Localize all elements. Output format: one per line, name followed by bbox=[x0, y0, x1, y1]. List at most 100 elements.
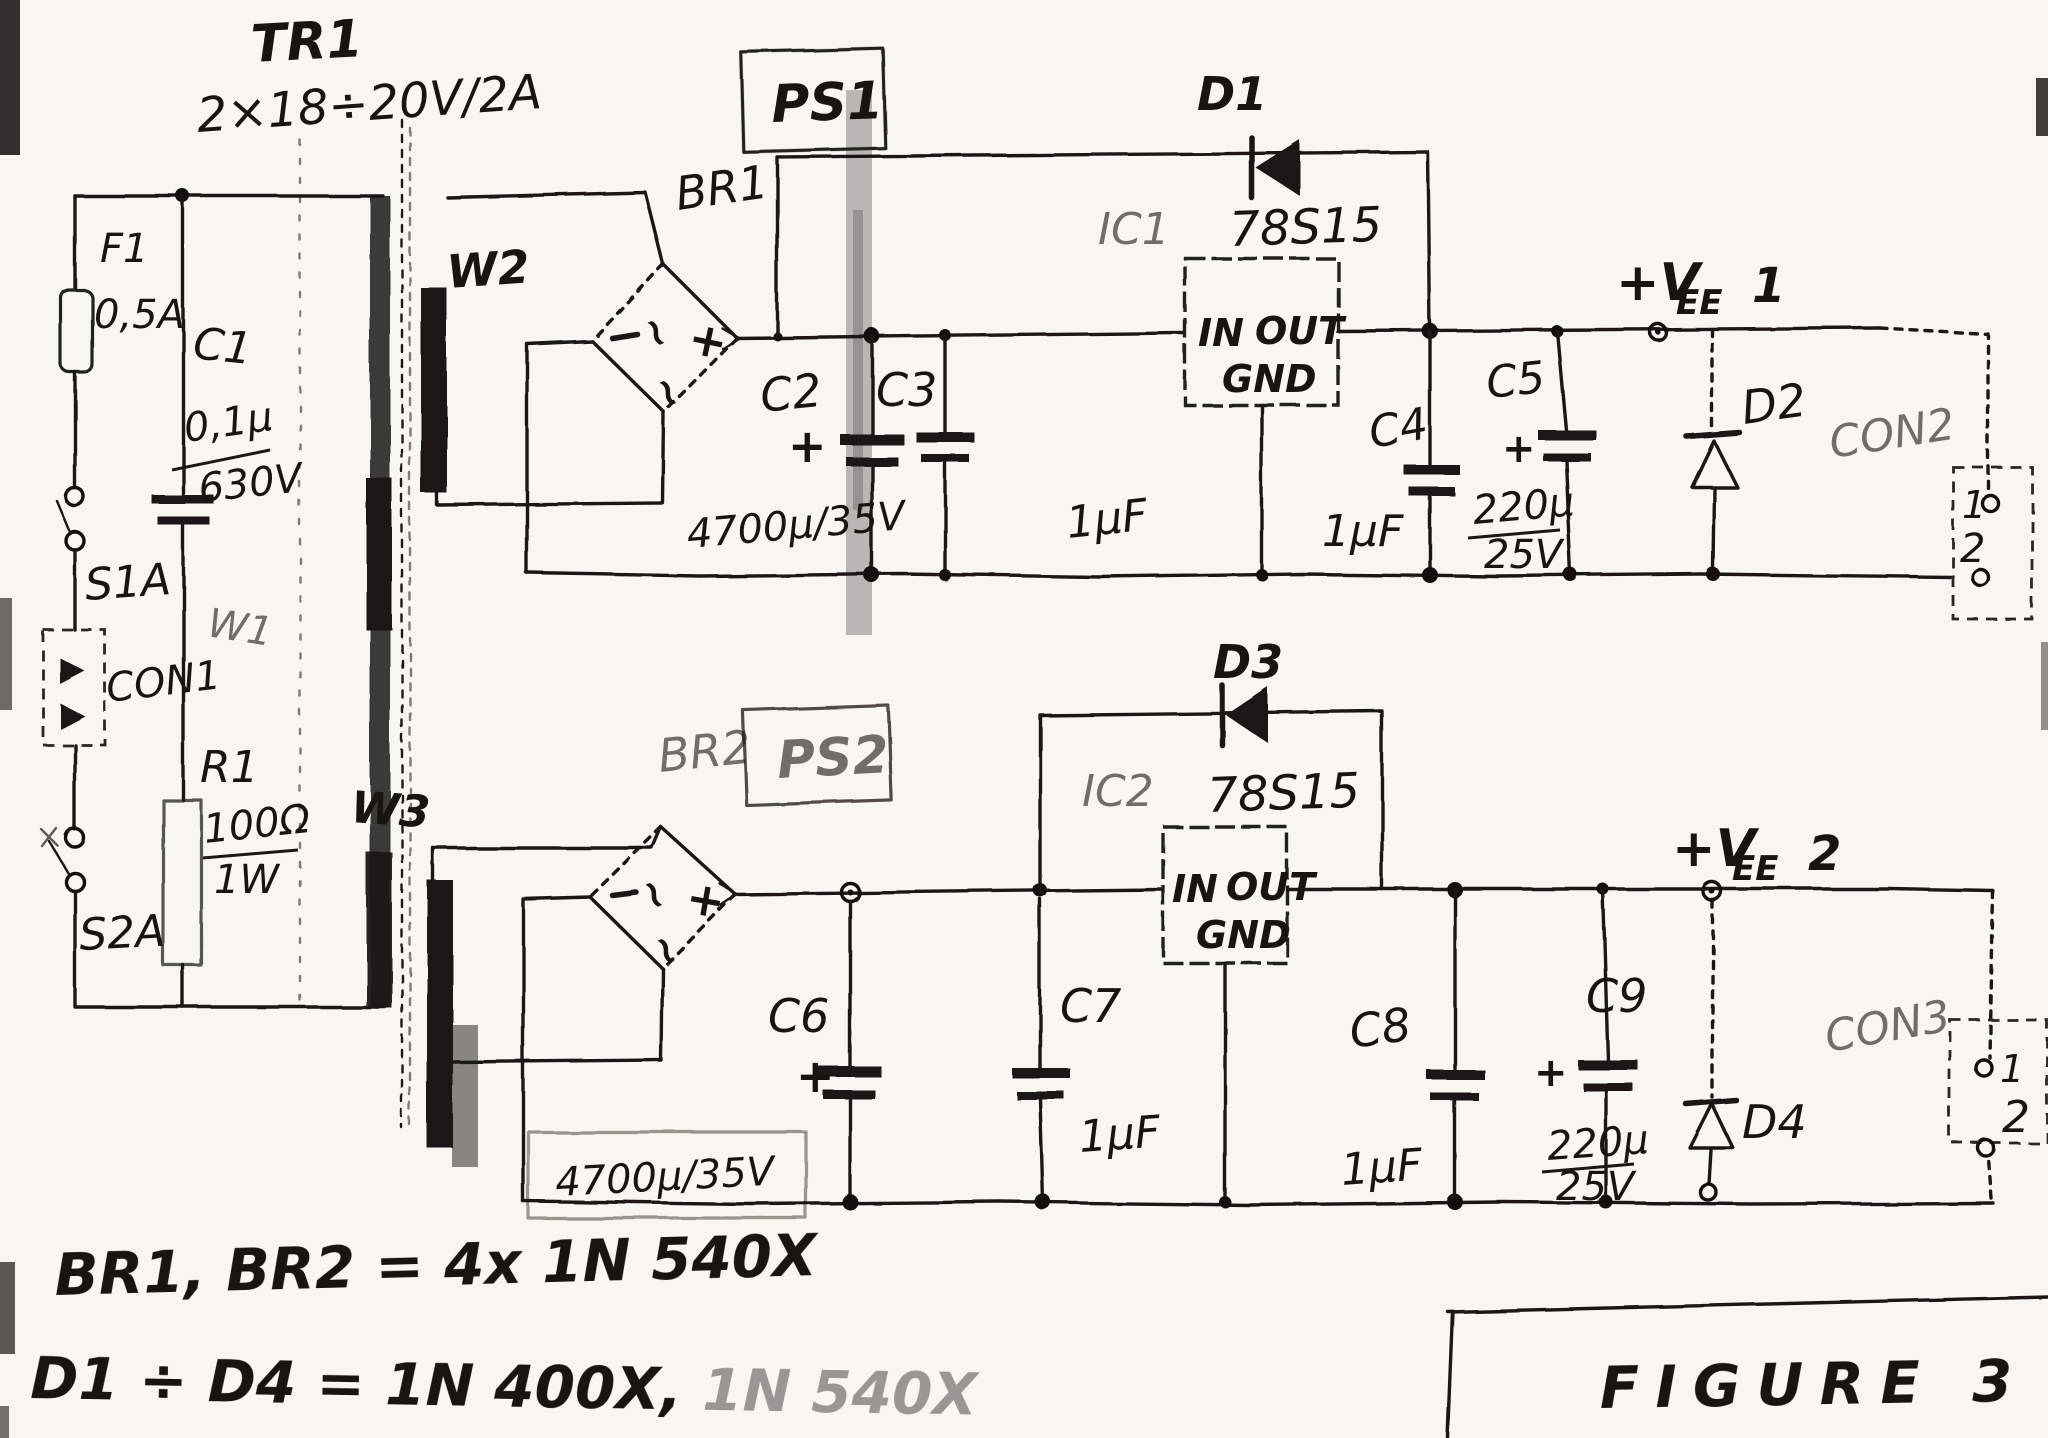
ic1-pin-in: IN bbox=[1198, 311, 1244, 355]
connector-con2 bbox=[1878, 326, 2034, 621]
minus-terminal-mark bbox=[609, 331, 640, 341]
note-diode-parts-a: D1 ÷ D4 = 1N 400X, bbox=[30, 1344, 683, 1423]
c6-value: 4700μ/35V bbox=[554, 1148, 778, 1206]
pencil-smudge bbox=[452, 1025, 478, 1167]
diode-d1 bbox=[1249, 135, 1300, 201]
c6-polarity: + bbox=[796, 1049, 835, 1103]
capacitor-c1-plate bbox=[158, 517, 210, 525]
c5-ref: C5 bbox=[1484, 352, 1548, 409]
note-bridge-parts: BR1, BR2 = 4x 1N 540X bbox=[54, 1221, 821, 1309]
con2-pin2-num: 2 bbox=[1960, 526, 1985, 572]
capacitor-c4 bbox=[1404, 323, 1460, 577]
ps2-plus-rail bbox=[733, 887, 1163, 896]
d1-label: D1 bbox=[1197, 67, 1267, 121]
r1-power: 1W bbox=[214, 857, 280, 903]
c5-polarity: + bbox=[1502, 426, 1536, 472]
c8-value: 1μF bbox=[1339, 1139, 1424, 1196]
ps1-label: PS1 bbox=[770, 71, 884, 135]
br2-ac2-wire bbox=[451, 966, 664, 1064]
capacitor-c6 bbox=[817, 899, 881, 1203]
br2-minus-wire bbox=[521, 895, 592, 1203]
d3-bypass-wire bbox=[1038, 709, 1384, 892]
ac-mark: ~ bbox=[627, 871, 682, 919]
capacitor-c5 bbox=[1538, 325, 1596, 577]
ic2-ref: IC2 bbox=[1082, 766, 1154, 817]
r1-ref: R1 bbox=[200, 742, 259, 793]
c2-polarity: + bbox=[788, 419, 827, 473]
ps1-out-rail bbox=[1336, 326, 1882, 333]
br1-minus-wire bbox=[525, 339, 594, 575]
capacitor-c3 bbox=[916, 333, 974, 577]
con2-label: CON2 bbox=[1826, 399, 1959, 469]
c2-value: 4700μ/35V bbox=[685, 493, 910, 558]
c1-value: 0,1μ bbox=[181, 394, 276, 452]
con2-pin1-num: 1 bbox=[1962, 483, 1986, 527]
minus-terminal-mark bbox=[609, 889, 639, 898]
vee1-v: +V bbox=[1616, 253, 1704, 313]
con3-pin2-num: 2 bbox=[2002, 1092, 2030, 1143]
ps2-circuit bbox=[431, 682, 2048, 1220]
diode-d2 bbox=[1684, 327, 1743, 570]
con3-pin2 bbox=[1976, 1138, 1996, 1158]
br1-ac2-wire bbox=[435, 410, 666, 507]
labels: TR1 2×18÷20V/2A F1 0,5A C1 0,1μ 630V S1A… bbox=[30, 9, 2030, 1428]
ps2-ground-rail bbox=[521, 1199, 1995, 1207]
c9-value: 220μ bbox=[1545, 1117, 1650, 1170]
bottom-rail bbox=[73, 889, 387, 1009]
c4-value: 1μF bbox=[1322, 506, 1404, 557]
fuse-ref: F1 bbox=[100, 226, 148, 272]
winding-w3-bar bbox=[427, 880, 453, 1148]
con3-pin1 bbox=[1974, 1058, 1994, 1078]
vee1-sub: EE bbox=[1676, 283, 1722, 323]
ac-mark: ~ bbox=[639, 927, 694, 975]
c1-voltage: 630V bbox=[196, 455, 307, 512]
capacitor-c2 bbox=[840, 334, 904, 577]
ic1-ref: IC1 bbox=[1098, 204, 1170, 255]
transformer-rating: 2×18÷20V/2A bbox=[195, 64, 544, 144]
br2-label: BR2 bbox=[656, 720, 754, 783]
w2-top-wire bbox=[445, 190, 665, 266]
switch-s1a-blade bbox=[55, 499, 72, 534]
capacitor-c9 bbox=[1578, 883, 1638, 1203]
switch-s1a-contact bbox=[64, 486, 86, 508]
vee2-v: +V bbox=[1672, 819, 1760, 879]
note-diode-parts: D1 ÷ D4 = 1N 400X, 1N 540X bbox=[30, 1344, 981, 1429]
con2-pin2 bbox=[1971, 568, 1991, 588]
c8-ref: C8 bbox=[1346, 997, 1414, 1059]
switch-s2a-contact bbox=[64, 827, 86, 849]
c3-value: 1μF bbox=[1064, 490, 1151, 549]
ic2-pin-gnd: GND bbox=[1196, 913, 1291, 957]
w3-label: W3 bbox=[349, 782, 432, 838]
c6-value-outline bbox=[526, 1130, 808, 1220]
s1a-label: S1A bbox=[83, 554, 172, 611]
capacitor-c8 bbox=[1427, 882, 1485, 1203]
c9-polarity: + bbox=[1534, 1050, 1568, 1096]
primary-circuit bbox=[40, 189, 387, 1009]
switch-s1a-contact bbox=[64, 530, 86, 552]
c2-ref: C2 bbox=[758, 363, 825, 423]
transformer-tr1 bbox=[298, 118, 453, 1148]
ic1-pin-gnd: GND bbox=[1222, 357, 1317, 401]
ps1-circuit bbox=[435, 135, 2034, 621]
d3-label: D3 bbox=[1213, 635, 1283, 689]
ac-mark: ~ bbox=[641, 369, 696, 417]
diode-d3 bbox=[1219, 682, 1268, 748]
connector-con1-box bbox=[41, 628, 107, 747]
r1-value: 100Ω bbox=[201, 796, 313, 853]
w2-label: W2 bbox=[445, 239, 531, 299]
paper-fold-streak bbox=[846, 90, 872, 635]
br1-label: BR1 bbox=[672, 155, 771, 221]
fuse-f1-symbol bbox=[59, 288, 94, 374]
ps1-label-box bbox=[739, 46, 887, 154]
vee1-node bbox=[1648, 322, 1668, 342]
vee1-num: 1 bbox=[1752, 258, 1785, 314]
d1-bypass-wire bbox=[775, 150, 1432, 338]
plus-mark: + bbox=[682, 870, 729, 930]
c6-ref: C6 bbox=[768, 989, 829, 1043]
ic2-part: 78S15 bbox=[1206, 763, 1360, 824]
c5-value: 220μ bbox=[1471, 479, 1576, 534]
ic2-pin-in: IN bbox=[1172, 867, 1218, 911]
